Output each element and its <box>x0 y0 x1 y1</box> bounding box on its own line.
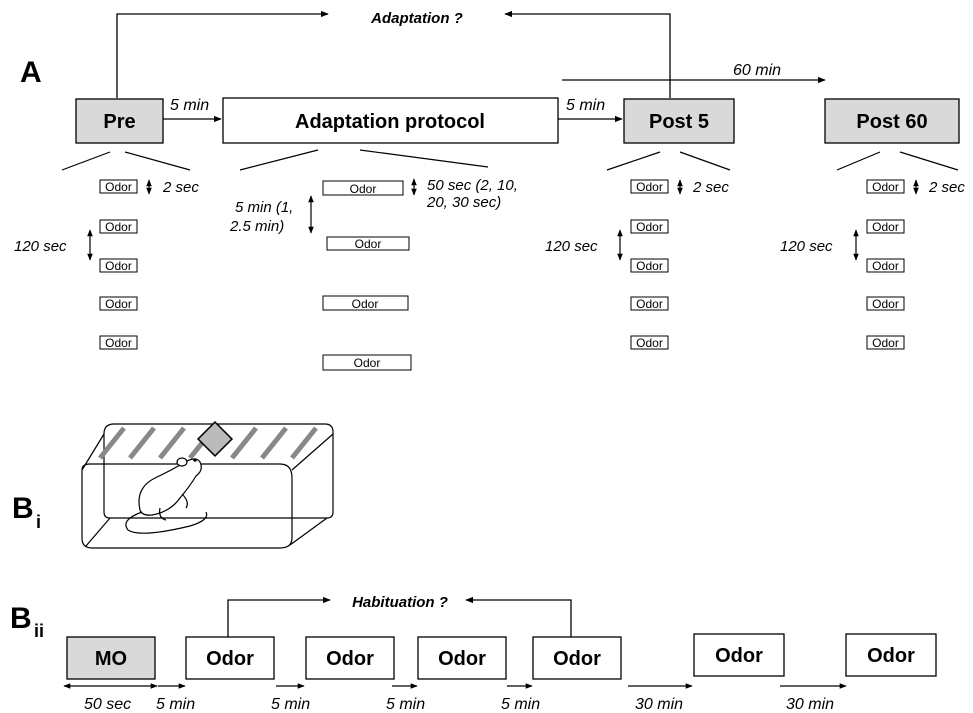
odor-stim: Odor <box>872 180 899 194</box>
odor-box-label: Odor <box>326 648 374 670</box>
odor-stim: Odor <box>872 336 899 350</box>
odor-stim: Odor <box>636 336 663 350</box>
habituation-question: Habituation ? <box>352 594 448 611</box>
odor-stim: Odor <box>636 180 663 194</box>
odor-stim: Odor <box>105 297 132 311</box>
panel-bi-subscript: i <box>36 512 41 532</box>
post5-label: Post 5 <box>649 111 709 133</box>
panel-a: A Adaptation ? Pre Adaptation protocol P… <box>14 10 965 370</box>
odor-stim: Odor <box>352 297 379 311</box>
odor-stim: Odor <box>636 297 663 311</box>
interval-label: 5 min <box>386 696 425 713</box>
odor-stim: Odor <box>105 259 132 273</box>
panel-bii-subscript: ii <box>34 621 44 641</box>
post5-interval: 120 sec <box>545 238 598 255</box>
odor-stim: Odor <box>872 259 899 273</box>
pre-stim-duration: 2 sec <box>162 179 199 196</box>
post60-label: Post 60 <box>856 111 927 133</box>
pre-to-protocol-interval: 5 min <box>170 97 209 114</box>
mo-label: MO <box>95 648 127 670</box>
odor-box-label: Odor <box>715 645 763 667</box>
odor-stim: Odor <box>105 180 132 194</box>
interval-label: 5 min <box>271 696 310 713</box>
odor-box-label: Odor <box>206 648 254 670</box>
odor-stim: Odor <box>354 356 381 370</box>
interval-label: 30 min <box>786 696 834 713</box>
pre-label: Pre <box>103 111 135 133</box>
protocol-interval: 5 min (1, 2.5 min) <box>229 199 298 235</box>
post60-stim-duration: 2 sec <box>928 179 965 196</box>
interval-label: 5 min <box>501 696 540 713</box>
odor-stim: Odor <box>636 220 663 234</box>
post5-to-post60-interval: 60 min <box>733 62 781 79</box>
interval-label: 30 min <box>635 696 683 713</box>
pre-interval: 120 sec <box>14 238 67 255</box>
panel-a-label: A <box>20 56 42 89</box>
odor-port-icon <box>198 422 232 456</box>
protocol-to-post5-interval: 5 min <box>566 97 605 114</box>
odor-stim: Odor <box>350 182 377 196</box>
odor-stim: Odor <box>105 336 132 350</box>
adaptation-question: Adaptation ? <box>370 10 463 27</box>
odor-box-label: Odor <box>867 645 915 667</box>
mo-duration: 50 sec <box>84 696 131 713</box>
odor-box-label: Odor <box>553 648 601 670</box>
adaptation-protocol-label: Adaptation protocol <box>295 111 485 133</box>
post60-interval: 120 sec <box>780 238 833 255</box>
odor-stim: Odor <box>872 220 899 234</box>
odor-stim: Odor <box>636 259 663 273</box>
post5-stim-duration: 2 sec <box>692 179 729 196</box>
panel-bi: B i <box>12 422 333 548</box>
post5-odor-stack: Odor Odor Odor Odor Odor 2 sec 120 sec <box>545 179 729 350</box>
odor-box-label: Odor <box>438 648 486 670</box>
interval-label: 5 min <box>156 696 195 713</box>
panel-bii-label: B <box>10 602 32 635</box>
protocol-odor-stack: Odor Odor Odor Odor 50 sec (2, 10, 20, 3… <box>229 177 522 370</box>
mouse-icon <box>126 458 207 533</box>
odor-stim: Odor <box>872 297 899 311</box>
protocol-stim-duration: 50 sec (2, 10, 20, 30 sec) <box>426 177 522 211</box>
odor-stim: Odor <box>355 237 382 251</box>
panel-bi-label: B <box>12 492 34 525</box>
post60-odor-stack: Odor Odor Odor Odor Odor 2 sec 120 sec <box>780 179 965 350</box>
odor-stim: Odor <box>105 220 132 234</box>
panel-bii: B ii Habituation ? MO Odor Odor Odor Odo… <box>10 594 936 713</box>
expansion-lines <box>62 150 958 170</box>
pre-odor-stack: Odor Odor Odor Odor Odor 2 sec 120 sec <box>14 179 199 350</box>
